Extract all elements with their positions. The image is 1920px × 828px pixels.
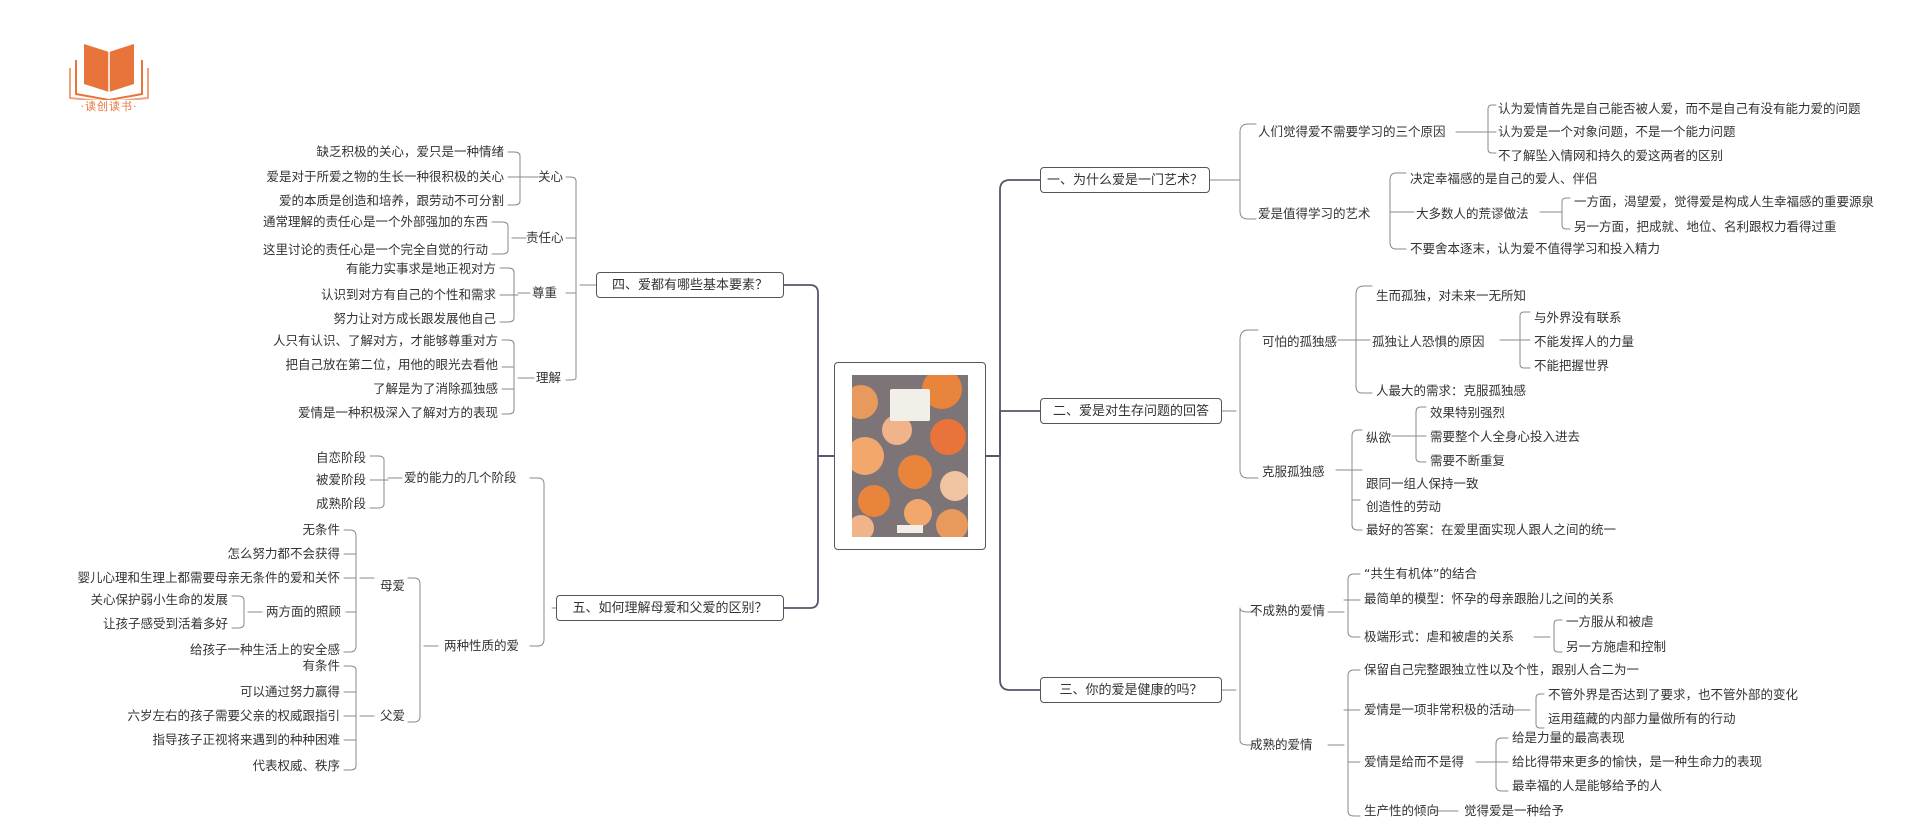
branch-5-node[interactable]: 五、如何理解母爱和父爱的区别？	[556, 595, 784, 621]
b5-father-label[interactable]: 父爱	[380, 708, 405, 724]
b4-g3-item[interactable]: 有能力实事求是地正视对方	[200, 261, 496, 277]
b3-g2-label[interactable]: 成熟的爱情	[1250, 737, 1313, 753]
b4-g1-item[interactable]: 爱的本质是创造和培养，跟劳动不可分割	[200, 193, 504, 209]
b3-g1-item[interactable]: 最简单的模型：怀孕的母亲跟胎儿之间的关系	[1364, 591, 1614, 607]
b3-g2-sub-label[interactable]: 爱情是给而不是得	[1364, 754, 1464, 770]
b4-g2-item[interactable]: 通常理解的责任心是一个外部强加的东西	[200, 214, 488, 230]
b5-father-item[interactable]: 有条件	[40, 658, 340, 674]
b4-g4-item[interactable]: 人只有认识、了解对方，才能够尊重对方	[200, 333, 498, 349]
b5-g1-item[interactable]: 被爱阶段	[250, 472, 366, 488]
b5-g1-label[interactable]: 爱的能力的几个阶段	[404, 470, 517, 486]
b1-g2-label[interactable]: 爱是值得学习的艺术	[1258, 206, 1371, 222]
b1-g1-label[interactable]: 人们觉得爱不需要学习的三个原因	[1258, 124, 1446, 140]
b5-father-item[interactable]: 可以通过努力赢得	[40, 684, 340, 700]
b2-g1-sub-label[interactable]: 孤独让人恐惧的原因	[1372, 334, 1485, 350]
b5-father-item[interactable]: 代表权威、秩序	[40, 758, 340, 774]
b5-mother-label[interactable]: 母爱	[380, 578, 405, 594]
b1-g2-item[interactable]: 不要舍本逐末，认为爱不值得学习和投入精力	[1410, 241, 1660, 257]
b4-g1-label[interactable]: 关心	[538, 169, 563, 185]
b4-g1-item[interactable]: 爱是对于所爱之物的生长一种很积极的关心	[200, 169, 504, 185]
b5-mother-sub-label[interactable]: 两方面的照顾	[266, 604, 341, 620]
b1-g1-item[interactable]: 不了解坠入情网和持久的爱这两者的区别	[1498, 148, 1723, 164]
b2-g1-sub-item[interactable]: 不能发挥人的力量	[1534, 334, 1634, 350]
b2-g1-sub-item[interactable]: 与外界没有联系	[1534, 310, 1622, 326]
branch-4-node[interactable]: 四、爱都有哪些基本要素？	[596, 272, 784, 298]
b3-g2-sub-item[interactable]: 最幸福的人是能够给予的人	[1512, 778, 1662, 794]
b1-g2-sub-item[interactable]: 另一方面，把成就、地位、名利跟权力看得过重	[1574, 219, 1837, 235]
b4-g1-item[interactable]: 缺乏积极的关心，爱只是一种情绪	[200, 144, 504, 160]
b5-g1-item[interactable]: 成熟阶段	[250, 496, 366, 512]
b1-g1-item[interactable]: 认为爱是一个对象问题，不是一个能力问题	[1498, 124, 1736, 140]
b3-g2-sub-label[interactable]: 爱情是一项非常积极的活动	[1364, 702, 1514, 718]
b5-mother-item[interactable]: 给孩子一种生活上的安全感	[40, 642, 340, 658]
b3-g1-label[interactable]: 不成熟的爱情	[1250, 603, 1325, 619]
b2-g2-label[interactable]: 克服孤独感	[1262, 464, 1325, 480]
b4-g4-label[interactable]: 理解	[536, 370, 561, 386]
b2-g2-item[interactable]: 最好的答案：在爱里面实现人跟人之间的统一	[1366, 522, 1616, 538]
b3-g2-sub-item[interactable]: 运用蕴藏的内部力量做所有的行动	[1548, 711, 1736, 727]
b2-g2-sub-item[interactable]: 需要整个人全身心投入进去	[1430, 429, 1580, 445]
b5-mother-item[interactable]: 婴儿心理和生理上都需要母亲无条件的爱和关怀	[40, 570, 340, 586]
b4-g4-item[interactable]: 了解是为了消除孤独感	[200, 381, 498, 397]
b2-g2-sub-item[interactable]: 需要不断重复	[1430, 453, 1505, 469]
b1-g2-sub-item[interactable]: 一方面，渴望爱，觉得爱是构成人生幸福感的重要源泉	[1574, 194, 1874, 210]
b2-g1-item[interactable]: 人最大的需求：克服孤独感	[1376, 383, 1526, 399]
b5-g2-label[interactable]: 两种性质的爱	[444, 638, 519, 654]
b5-father-item[interactable]: 六岁左右的孩子需要父亲的权威跟指引	[40, 708, 340, 724]
b5-mother-sub-item[interactable]: 关心保护弱小生命的发展	[40, 592, 228, 608]
b2-g1-item[interactable]: 生而孤独，对未来一无所知	[1376, 288, 1526, 304]
b3-g2-sub-item[interactable]: 觉得爱是一种给予	[1464, 803, 1564, 819]
b3-g2-sub-item[interactable]: 不管外界是否达到了要求，也不管外部的变化	[1548, 687, 1798, 703]
b3-g1-sub-item[interactable]: 另一方施虐和控制	[1566, 639, 1666, 655]
b4-g3-item[interactable]: 认识到对方有自己的个性和需求	[200, 287, 496, 303]
b3-g1-sub-label[interactable]: 极端形式：虐和被虐的关系	[1364, 629, 1514, 645]
b4-g2-item[interactable]: 这里讨论的责任心是一个完全自觉的行动	[200, 242, 488, 258]
branch-1-node[interactable]: 一、为什么爱是一门艺术？	[1040, 167, 1210, 193]
b4-g3-item[interactable]: 努力让对方成长跟发展他自己	[200, 311, 496, 327]
b2-g1-sub-item[interactable]: 不能把握世界	[1534, 358, 1609, 374]
b3-g1-item[interactable]: “共生有机体”的结合	[1364, 566, 1477, 582]
b4-g3-label[interactable]: 尊重	[532, 285, 557, 301]
b5-mother-item[interactable]: 无条件	[40, 522, 340, 538]
b3-g2-sub-label[interactable]: 生产性的倾向	[1364, 803, 1439, 819]
branch-2-node[interactable]: 二、爱是对生存问题的回答	[1040, 398, 1222, 424]
b3-g2-item[interactable]: 保留自己完整跟独立性以及个性，跟别人合二为一	[1364, 662, 1639, 678]
b4-g4-item[interactable]: 把自己放在第二位，用他的眼光去看他	[200, 357, 498, 373]
b2-g2-item[interactable]: 创造性的劳动	[1366, 499, 1441, 515]
b2-g2-item[interactable]: 跟同一组人保持一致	[1366, 476, 1479, 492]
b4-g2-label[interactable]: 责任心	[526, 230, 564, 246]
b3-g1-sub-item[interactable]: 一方服从和被虐	[1566, 614, 1654, 630]
b2-g2-sub-label[interactable]: 纵欲	[1366, 430, 1391, 446]
b5-mother-sub-item[interactable]: 让孩子感受到活着多好	[40, 616, 228, 632]
open-book-icon	[64, 40, 154, 100]
b5-father-item[interactable]: 指导孩子正视将来遇到的种种困难	[40, 732, 340, 748]
b1-g2-item[interactable]: 决定幸福感的是自己的爱人、伴侣	[1410, 171, 1598, 187]
b3-g2-sub-item[interactable]: 给比得带来更多的愉快，是一种生命力的表现	[1512, 754, 1762, 770]
brand-name: ·读创读书·	[66, 98, 152, 114]
b1-g1-item[interactable]: 认为爱情首先是自己能否被人爱，而不是自己有没有能力爱的问题	[1498, 101, 1861, 117]
center-node[interactable]	[834, 362, 986, 550]
branch-3-node[interactable]: 三、你的爱是健康的吗？	[1040, 677, 1222, 703]
b1-g2-sub-label[interactable]: 大多数人的荒谬做法	[1416, 206, 1529, 222]
b4-g4-item[interactable]: 爱情是一种积极深入了解对方的表现	[200, 405, 498, 421]
b5-mother-item[interactable]: 怎么努力都不会获得	[40, 546, 340, 562]
b5-g1-item[interactable]: 自恋阶段	[250, 450, 366, 466]
b2-g1-label[interactable]: 可怕的孤独感	[1262, 334, 1337, 350]
b3-g2-sub-item[interactable]: 给是力量的最高表现	[1512, 730, 1625, 746]
book-cover-image	[852, 375, 968, 537]
b2-g2-sub-item[interactable]: 效果特别强烈	[1430, 405, 1505, 421]
